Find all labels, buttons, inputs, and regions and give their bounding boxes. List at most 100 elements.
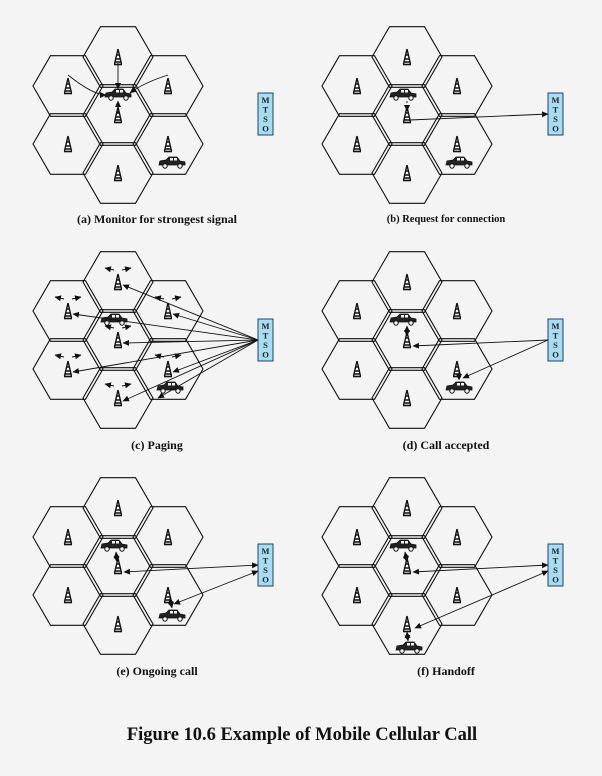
panel-c-tower-icon — [63, 302, 73, 320]
paging-broadcast-arrow — [154, 353, 165, 360]
panel-c-tower-icon — [163, 360, 173, 378]
car-icon — [389, 88, 417, 101]
panel-a-cell-upper-right — [132, 55, 204, 117]
panel-c-tower-icon — [163, 302, 173, 320]
mtso-letter: S — [263, 565, 268, 575]
mtso-letter: O — [262, 575, 269, 585]
panel-a-tower-icon — [113, 48, 123, 66]
mtso-letter: T — [263, 331, 269, 341]
panel-f-cell-top — [371, 477, 443, 539]
panel-e-cell-lower-left — [32, 564, 104, 626]
panel-d-cell-upper-left — [321, 280, 393, 342]
panel-a-cell-upper-left — [32, 55, 104, 117]
car-icon — [158, 156, 186, 169]
panel-c-cell-upper-left — [32, 280, 104, 342]
panel-d-tower-icon — [452, 360, 462, 378]
paging-arrow — [122, 339, 259, 346]
panel-e-cell-top — [82, 477, 154, 539]
paging-broadcast-arrow — [121, 382, 132, 389]
paging-arrow — [157, 339, 259, 399]
panel-b-caption: (b) Request for connection — [386, 214, 506, 225]
handoff-arrow — [402, 551, 410, 563]
panel-a-cell-lower-right — [132, 113, 204, 175]
panel-f-cell-upper-right — [421, 506, 493, 568]
mtso-letter: S — [263, 114, 268, 124]
panel-d-tower-icon — [452, 302, 462, 320]
handoff-arrow — [404, 631, 411, 642]
panel-b-cell-top — [371, 26, 443, 88]
panel-c-cell-center — [82, 309, 154, 371]
car-icon — [395, 641, 423, 654]
panel-d-cell-top — [371, 251, 443, 313]
paging-arrow — [72, 339, 259, 374]
panel-d-cell-lower-left — [321, 338, 393, 400]
panel-e-tower-icon — [63, 586, 73, 604]
mtso-letter: O — [552, 575, 559, 585]
panel-b-tower-icon — [402, 106, 412, 124]
panel-a-cell-bottom — [82, 142, 154, 204]
panel-e-caption: (e) Ongoing call — [116, 664, 198, 678]
panel-e-tower-icon — [113, 557, 123, 575]
panel-f-cell-lower-left — [321, 564, 393, 626]
panel-b-tower-icon — [452, 135, 462, 153]
car-icon — [389, 313, 417, 326]
paging-broadcast-arrow — [154, 295, 165, 302]
paging-broadcast-arrow — [54, 295, 65, 302]
panel-a-tower-icon — [63, 135, 73, 153]
handoff-link-arrow — [414, 570, 549, 629]
paging-broadcast-arrow — [121, 324, 132, 331]
panel-c-tower-icon — [63, 360, 73, 378]
car-icon — [100, 539, 128, 552]
panel-e-cell-upper-right — [132, 506, 204, 568]
panel-e-cell-center — [82, 535, 154, 597]
panel-d-caption: (d) Call accepted — [402, 438, 490, 452]
panel-a-tower-icon — [63, 77, 73, 95]
mtso-letter: T — [553, 331, 559, 341]
car-icon — [445, 156, 473, 169]
panel-f-tower-icon — [352, 586, 362, 604]
panel-e-cell-upper-left — [32, 506, 104, 568]
panel-f-cell-lower-right — [421, 564, 493, 626]
panel-b-cell-bottom — [371, 142, 443, 204]
mtso-letter: S — [553, 114, 558, 124]
panel-f-tower-icon — [402, 615, 412, 633]
mtso-letter: O — [552, 350, 559, 360]
panel-b-cell-upper-right — [421, 55, 493, 117]
panel-b-tower-icon — [452, 77, 462, 95]
ongoing-link-arrow — [123, 562, 259, 575]
mtso-letter: M — [551, 546, 559, 556]
mtso-letter: M — [261, 546, 269, 556]
panel-d-tower-icon — [352, 360, 362, 378]
mtso-letter: M — [551, 95, 559, 105]
panel-b-cell-upper-left — [321, 55, 393, 117]
mtso-to-tower-arrow — [412, 339, 549, 349]
signal-arrow — [129, 74, 169, 94]
panel-e-tower-icon — [63, 528, 73, 546]
panel-c-cell-lower-right — [132, 338, 204, 400]
panel-e-tower-icon — [163, 528, 173, 546]
panel-f-caption: (f) Handoff — [417, 664, 475, 678]
ongoing-arrow — [167, 597, 175, 609]
paging-arrow — [72, 311, 259, 341]
panel-d-tower-icon — [402, 273, 412, 291]
panel-f-tower-icon — [452, 586, 462, 604]
paging-broadcast-arrow — [171, 295, 182, 302]
panel-a-tower-icon — [113, 106, 123, 124]
panel-b-tower-icon — [402, 48, 412, 66]
mtso-letter: O — [262, 350, 269, 360]
panel-d-cell-upper-right — [421, 280, 493, 342]
panel-c-cell-top — [82, 251, 154, 313]
ongoing-arrow — [113, 551, 120, 563]
paging-broadcast-arrow — [71, 295, 82, 302]
ongoing-link-arrow — [173, 570, 259, 605]
panel-d-cell-bottom — [371, 367, 443, 429]
